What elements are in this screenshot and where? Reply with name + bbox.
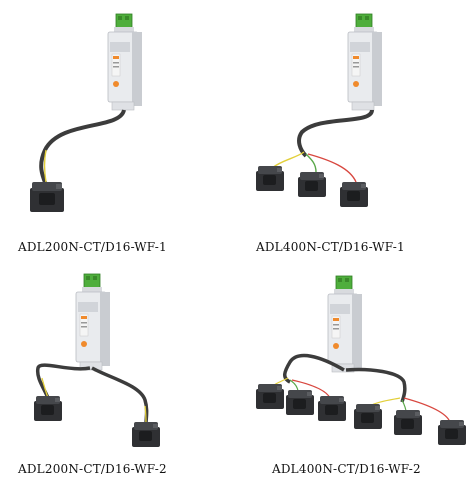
product-image-3 <box>34 273 160 447</box>
wire-yellow <box>271 151 305 169</box>
ct-sensor <box>298 172 326 197</box>
cable <box>91 366 149 425</box>
product-caption-1: ADL200N-CT/D16-WF-1 <box>18 240 167 254</box>
cable <box>283 353 345 384</box>
cable <box>35 363 91 399</box>
ct-sensor <box>438 420 466 445</box>
wire-red <box>307 153 357 183</box>
meter-device <box>347 13 383 111</box>
meter-device <box>107 13 143 111</box>
ct-sensor <box>256 166 284 191</box>
ct-sensor <box>286 390 314 415</box>
product-image-2 <box>256 13 383 207</box>
ct-sensor <box>340 182 368 207</box>
cable <box>345 367 407 403</box>
wire-yellow <box>43 149 47 183</box>
product-caption-2: ADL400N-CT/D16-WF-1 <box>256 240 405 254</box>
meter-device <box>75 273 111 371</box>
wire-red <box>403 397 451 423</box>
wire-green <box>305 153 317 173</box>
cable <box>39 109 126 186</box>
product-image-1 <box>30 13 143 212</box>
ct-sensor <box>318 396 346 421</box>
ct-sensor <box>256 384 284 409</box>
cable <box>297 109 374 158</box>
product-image-4 <box>256 275 466 445</box>
ct-sensor <box>394 410 422 435</box>
ct-sensor <box>132 422 160 447</box>
product-caption-3: ADL200N-CT/D16-WF-2 <box>18 462 167 476</box>
ct-sensor <box>354 404 382 429</box>
ct-sensor <box>34 396 62 421</box>
ct-sensor <box>30 182 64 212</box>
meter-device <box>327 275 363 373</box>
product-caption-4: ADL400N-CT/D16-WF-2 <box>272 462 421 476</box>
